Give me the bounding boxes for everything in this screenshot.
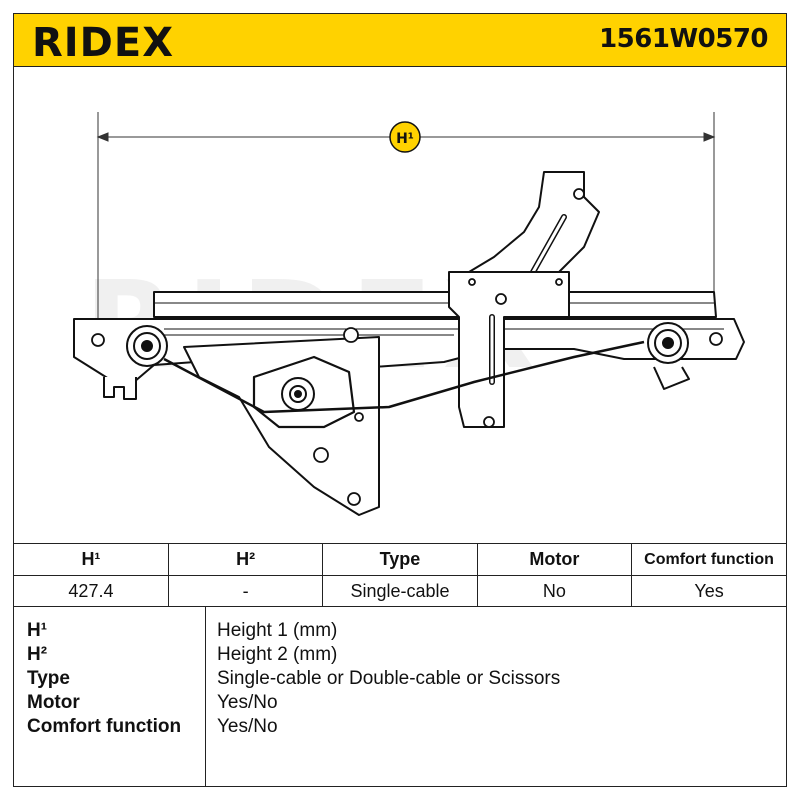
left-pulley xyxy=(126,325,168,367)
product-sheet: RIDEX 1561W0570 RIDEX H¹ xyxy=(13,13,787,787)
window-regulator-drawing: RIDEX H¹ xyxy=(73,112,745,516)
spec-header-comfort: Comfort function xyxy=(631,543,786,576)
spec-value-comfort: Yes xyxy=(631,575,786,607)
legend-key: Motor xyxy=(27,692,80,713)
legend-values: Height 1 (mm) Height 2 (mm) Single-cable… xyxy=(206,607,797,739)
legend-value: Yes/No xyxy=(217,716,278,737)
spec-header-type: Type xyxy=(322,543,478,576)
legend: H¹ H² Type Motor Comfort function Height… xyxy=(14,607,786,787)
spec-value-h1: 427.4 xyxy=(14,575,169,607)
regulator-body xyxy=(73,171,745,516)
legend-value: Height 1 (mm) xyxy=(217,620,338,641)
logo-text: RIDEX xyxy=(32,20,174,62)
spec-table: H¹ H² Type Motor Comfort function 427.4 … xyxy=(14,543,786,607)
spec-value-h2: - xyxy=(167,575,324,607)
legend-keys: H¹ H² Type Motor Comfort function xyxy=(14,607,206,787)
right-pulley xyxy=(647,322,689,364)
legend-key: Comfort function xyxy=(27,716,182,737)
spec-header-h1: H¹ xyxy=(14,543,169,576)
legend-key: H¹ xyxy=(27,620,48,641)
spec-header-row: H¹ H² Type Motor Comfort function xyxy=(14,543,786,576)
part-number: 1561W0570 xyxy=(599,24,768,54)
spec-header-h2: H² xyxy=(167,543,324,576)
legend-value: Yes/No xyxy=(217,692,278,713)
header-bar: RIDEX 1561W0570 xyxy=(14,14,786,67)
ridex-logo: RIDEX xyxy=(32,20,174,62)
spec-value-motor: No xyxy=(476,575,633,607)
legend-value: Height 2 (mm) xyxy=(217,644,338,665)
legend-value: Single-cable or Double-cable or Scissors xyxy=(217,668,561,689)
legend-key: H² xyxy=(27,644,48,665)
mounting-holes xyxy=(91,188,723,506)
spec-value-type: Single-cable xyxy=(322,575,478,607)
spec-header-motor: Motor xyxy=(476,543,633,576)
dimension-badge: H¹ xyxy=(389,121,421,153)
drum-pulley xyxy=(281,377,315,411)
spec-value-row: 427.4 - Single-cable No Yes xyxy=(14,575,786,607)
legend-key: Type xyxy=(27,668,70,689)
dimension-label: H¹ xyxy=(396,131,414,147)
